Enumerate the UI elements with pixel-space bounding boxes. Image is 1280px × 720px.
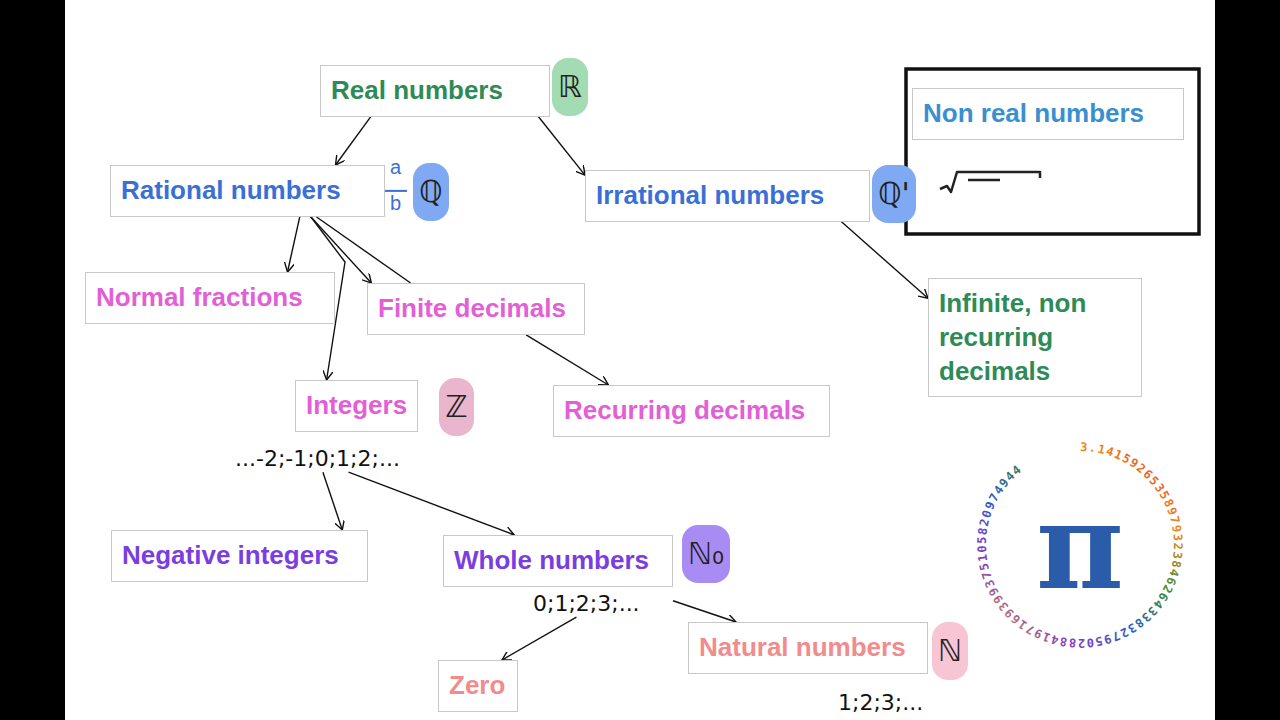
arrow-connector: [673, 601, 736, 622]
pi-digit-ring: 3.14159265358979323846264338327950288419…: [975, 440, 1185, 650]
category-box: Irrational numbers: [585, 170, 870, 222]
pi-digits: 3.14159265358979323846264338327950288419…: [975, 440, 1185, 650]
set-symbol-badge: ℚ': [872, 165, 916, 223]
arrow-connector: [842, 222, 929, 298]
category-box: Zero: [438, 660, 518, 712]
fraction-denominator: b: [390, 192, 401, 215]
category-label: Infinite, non recurring decimals: [939, 287, 1131, 388]
non-real-frame: [906, 69, 1199, 234]
set-symbol-badge: ℚ: [413, 163, 449, 221]
arrow-connector: [526, 335, 608, 385]
category-label: Zero: [449, 669, 507, 703]
set-symbol-badge: ℝ: [552, 58, 588, 116]
category-box: Non real numbers: [912, 88, 1184, 140]
number-list: 1;2;3;...: [838, 690, 923, 716]
category-label: Natural numbers: [688, 622, 928, 674]
category-label: Finite decimals: [378, 292, 574, 326]
category-box: Finite decimals: [367, 283, 585, 335]
fraction-numerator: a: [390, 156, 401, 179]
category-label: Integers: [295, 380, 418, 432]
fraction-bar: [385, 190, 407, 192]
category-box: Recurring decimals: [553, 385, 830, 437]
category-label: Recurring decimals: [564, 394, 819, 428]
arrow-connector: [539, 117, 586, 175]
arrow-connector: [336, 117, 371, 165]
set-symbol: ℕ₀: [688, 533, 724, 575]
set-symbol-badge: ℕ: [932, 622, 968, 680]
side-bar: [0, 0, 65, 720]
arrow-connector: [349, 472, 515, 535]
set-symbol: ℤ: [445, 386, 467, 428]
category-box: Whole numbers 0;1;2;3;...: [443, 535, 673, 617]
number-list: 0;1;2;3;...: [533, 591, 640, 617]
category-label: Non real numbers: [923, 97, 1173, 131]
side-bar: [1215, 0, 1280, 720]
number-list: ...-2;-1;0;1;2;...: [235, 446, 400, 472]
category-box: Rational numbers: [110, 165, 385, 217]
category-label: Irrational numbers: [596, 179, 859, 213]
set-symbol: ℕ: [938, 630, 962, 672]
square-root-symbol: [940, 172, 1040, 192]
category-box: Negative integers: [111, 530, 368, 582]
category-box: Integers ...-2;-1;0;1;2;...: [235, 380, 418, 472]
set-symbol: ℚ: [419, 171, 443, 213]
category-box: Normal fractions: [85, 272, 335, 324]
set-symbol: ℚ': [878, 173, 910, 215]
category-label: Normal fractions: [96, 281, 324, 315]
category-box: Natural numbers 1;2;3;...: [688, 622, 928, 716]
category-label: Negative integers: [122, 539, 357, 573]
set-symbol-badge: ℤ: [439, 378, 473, 436]
set-symbol-badge: ℕ₀: [682, 525, 730, 583]
arrow-connector: [288, 217, 300, 272]
category-label: Whole numbers: [443, 535, 673, 587]
set-symbol: ℝ: [558, 66, 582, 108]
category-box: Real numbers: [320, 65, 550, 117]
pi-symbol: π: [1036, 475, 1124, 616]
category-box: Infinite, non recurring decimals: [928, 278, 1142, 397]
arrow-connector: [323, 472, 342, 530]
category-label: Rational numbers: [121, 174, 374, 208]
arrow-connector: [502, 617, 576, 660]
category-label: Real numbers: [331, 74, 539, 108]
